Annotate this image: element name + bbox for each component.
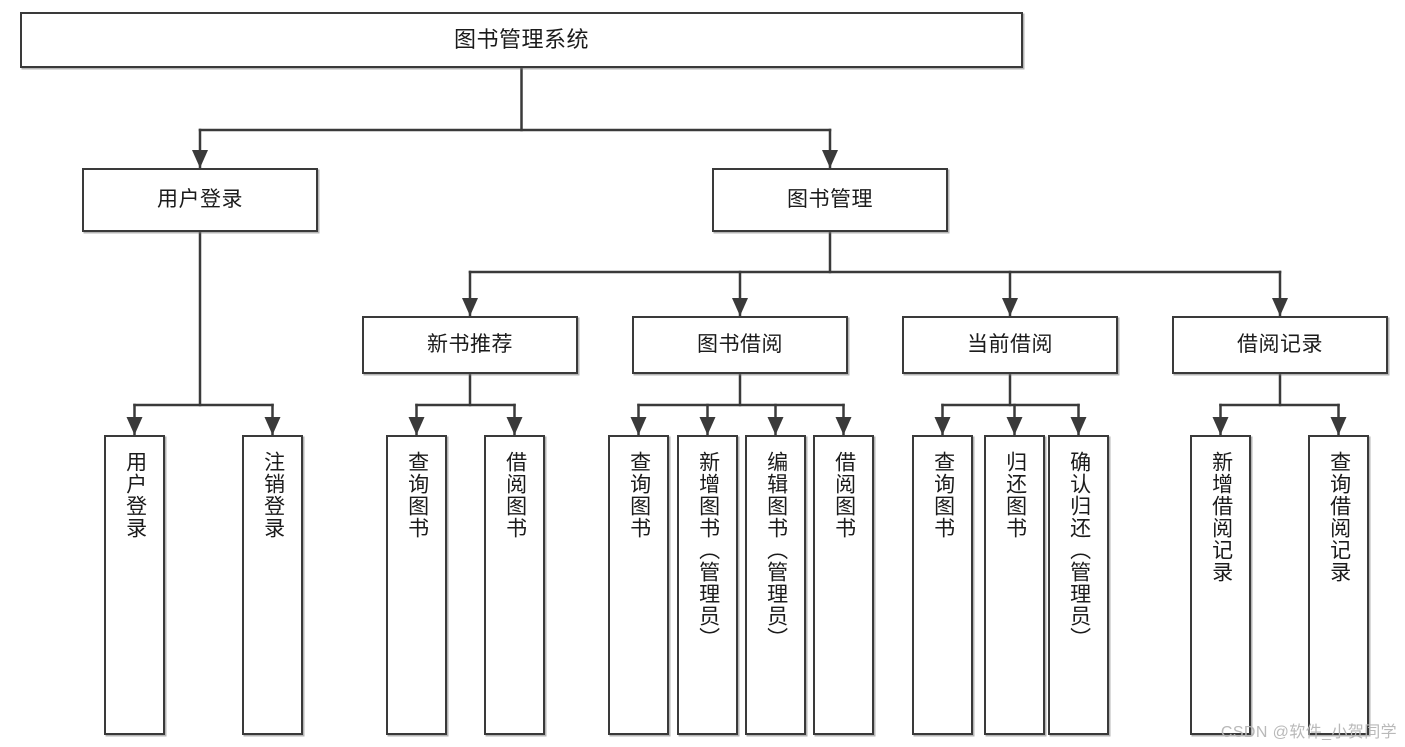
arrowhead-1-0: [462, 298, 478, 316]
arrowhead-5-0: [934, 417, 951, 435]
arrowhead-1-3: [1272, 298, 1288, 316]
arrowhead-5-1: [1006, 417, 1023, 435]
node-label: 编辑图书（管理员）: [764, 451, 788, 649]
node-leaf-borrow-add[interactable]: 新增图书（管理员）: [677, 435, 738, 735]
arrowhead-6-1: [1330, 417, 1347, 435]
node-borrow-record[interactable]: 借阅记录: [1172, 316, 1388, 374]
node-label: 确认归还（管理员）: [1067, 451, 1091, 649]
node-new-book-rec[interactable]: 新书推荐: [362, 316, 578, 374]
node-leaf-user-logout[interactable]: 注销登录: [242, 435, 303, 735]
arrowhead-0-1: [822, 150, 838, 168]
arrowhead-6-0: [1212, 417, 1229, 435]
node-label: 查询图书: [405, 451, 429, 539]
arrowhead-1-2: [1002, 298, 1018, 316]
node-label: 新增借阅记录: [1209, 451, 1233, 583]
node-label: 借阅图书: [503, 451, 527, 539]
node-leaf-rec-query[interactable]: 查询图书: [386, 435, 447, 735]
arrowhead-4-3: [835, 417, 852, 435]
node-leaf-borrow-edit[interactable]: 编辑图书（管理员）: [745, 435, 806, 735]
arrowhead-4-0: [630, 417, 647, 435]
node-label: 新增图书（管理员）: [696, 451, 720, 649]
node-leaf-rec-borrow[interactable]: 借阅图书: [484, 435, 545, 735]
arrowhead-4-2: [767, 417, 784, 435]
node-label: 归还图书: [1003, 451, 1027, 539]
node-label: 图书管理系统: [453, 27, 589, 53]
arrowhead-2-0: [126, 417, 143, 435]
node-book-manage[interactable]: 图书管理: [712, 168, 948, 232]
node-label: 查询图书: [627, 451, 651, 539]
node-leaf-borrow-take[interactable]: 借阅图书: [813, 435, 874, 735]
node-leaf-rec-search[interactable]: 查询借阅记录: [1308, 435, 1369, 735]
arrowhead-3-1: [506, 417, 523, 435]
node-label: 图书借阅: [697, 332, 783, 356]
node-label: 当前借阅: [967, 332, 1053, 356]
node-label: 借阅图书: [832, 451, 856, 539]
arrowhead-3-0: [408, 417, 425, 435]
node-label: 图书管理: [787, 187, 873, 211]
node-leaf-cur-confirm[interactable]: 确认归还（管理员）: [1048, 435, 1109, 735]
arrowhead-1-1: [732, 298, 748, 316]
node-label: 查询图书: [931, 451, 955, 539]
node-label: 用户登录: [157, 187, 243, 211]
watermark-label: CSDN @软件_小贺同学: [1220, 724, 1397, 741]
node-current-borrow[interactable]: 当前借阅: [902, 316, 1118, 374]
node-leaf-rec-add[interactable]: 新增借阅记录: [1190, 435, 1251, 735]
node-label: 借阅记录: [1237, 332, 1323, 356]
node-leaf-borrow-query[interactable]: 查询图书: [608, 435, 669, 735]
node-label: 查询借阅记录: [1327, 451, 1351, 583]
node-label: 用户登录: [123, 451, 147, 539]
arrowhead-5-2: [1070, 417, 1087, 435]
node-label: 新书推荐: [427, 332, 513, 356]
node-label: 注销登录: [261, 451, 285, 539]
arrowhead-2-1: [264, 417, 281, 435]
node-user-login[interactable]: 用户登录: [82, 168, 318, 232]
node-book-borrow[interactable]: 图书借阅: [632, 316, 848, 374]
arrowhead-4-1: [699, 417, 716, 435]
arrowhead-0-0: [192, 150, 208, 168]
node-leaf-user-login[interactable]: 用户登录: [104, 435, 165, 735]
node-leaf-cur-return[interactable]: 归还图书: [984, 435, 1045, 735]
node-leaf-cur-query[interactable]: 查询图书: [912, 435, 973, 735]
node-root[interactable]: 图书管理系统: [20, 12, 1023, 68]
